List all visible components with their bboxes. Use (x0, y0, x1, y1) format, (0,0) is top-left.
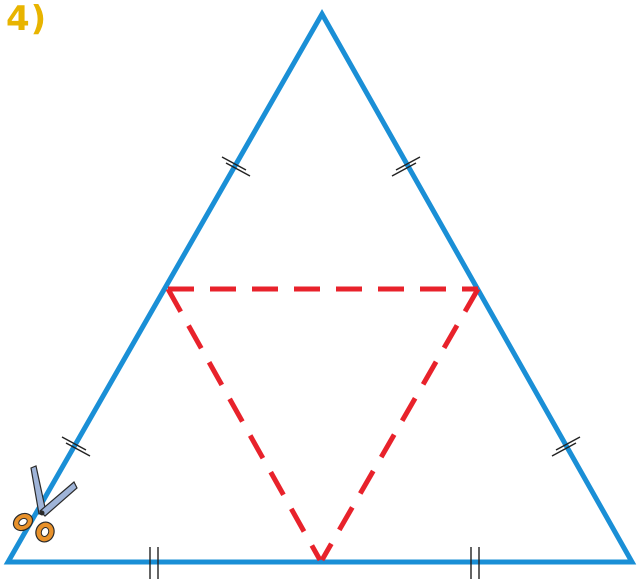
cut-line-left (165, 287, 323, 562)
tick-mark-upper-right (391, 156, 421, 177)
tick-mark-upper-left (221, 156, 251, 177)
equal-length-ticks (61, 156, 581, 579)
tick-mark-bottom-left (149, 547, 159, 579)
figure-label: 4) (6, 0, 48, 39)
cut-line-right (319, 287, 481, 562)
cut-lines (165, 286, 481, 562)
scissors-pivot (39, 510, 45, 516)
scissors-blades (30, 465, 78, 517)
tick-mark-lower-left (61, 436, 91, 457)
tick-mark-lower-right (551, 436, 581, 457)
tick-mark-bottom-right (470, 547, 480, 579)
scissors-icon (12, 465, 78, 543)
